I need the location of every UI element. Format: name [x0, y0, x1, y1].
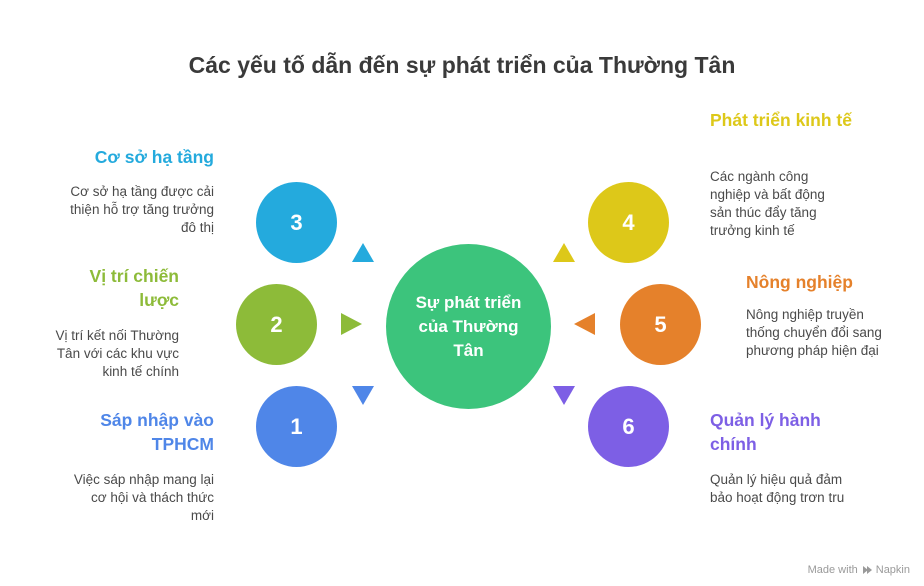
diagram-title: Các yếu tố dẫn đến sự phát triển của Thư…	[188, 52, 736, 78]
arrow-1	[352, 386, 374, 405]
node-label-3: Cơ sở hạ tầng	[94, 147, 214, 167]
node-circle-1: 1	[256, 386, 337, 467]
node-circle-6: 6	[588, 386, 669, 467]
node-desc-6: Quản lý hiệu quả đảm bảo hoạt động trơn …	[710, 472, 845, 505]
made-with-napkin: Made with Napkin	[808, 564, 910, 576]
napkin-brand-text: Napkin	[875, 564, 910, 576]
node-circle-2: 2	[236, 284, 317, 365]
center-circle: Sự phát triển của Thường Tân	[386, 244, 551, 409]
node-desc-5: Nông nghiệp truyền thống chuyển đổi sang…	[746, 307, 882, 358]
made-with-text: Made with	[807, 564, 858, 576]
node-desc-2: Vị trí kết nối Thường Tân với các khu vự…	[55, 328, 179, 379]
arrow-3	[352, 243, 374, 262]
node-label-2: Vị trí chiến lược	[89, 266, 179, 310]
napkin-logo-icon	[861, 564, 873, 576]
node-label-1: Sáp nhập vào TPHCM	[100, 410, 214, 454]
node-label-5: Nông nghiệp	[746, 272, 853, 292]
node-label-4: Phát triển kinh tế	[710, 110, 852, 130]
node-desc-1: Việc sáp nhập mang lại cơ hội và thách t…	[73, 472, 214, 523]
arrow-2	[341, 313, 362, 335]
node-circle-3: 3	[256, 182, 337, 263]
arrow-6	[553, 386, 575, 405]
node-circle-4: 4	[588, 182, 669, 263]
node-desc-3: Cơ sở hạ tầng được cải thiện hỗ trợ tăng…	[70, 184, 214, 235]
node-label-6: Quản lý hành chính	[710, 410, 821, 454]
node-circle-5: 5	[620, 284, 701, 365]
arrow-4	[553, 243, 575, 262]
node-desc-4: Các ngành công nghiệp và bất động sản th…	[710, 169, 825, 238]
arrow-5	[574, 313, 595, 335]
